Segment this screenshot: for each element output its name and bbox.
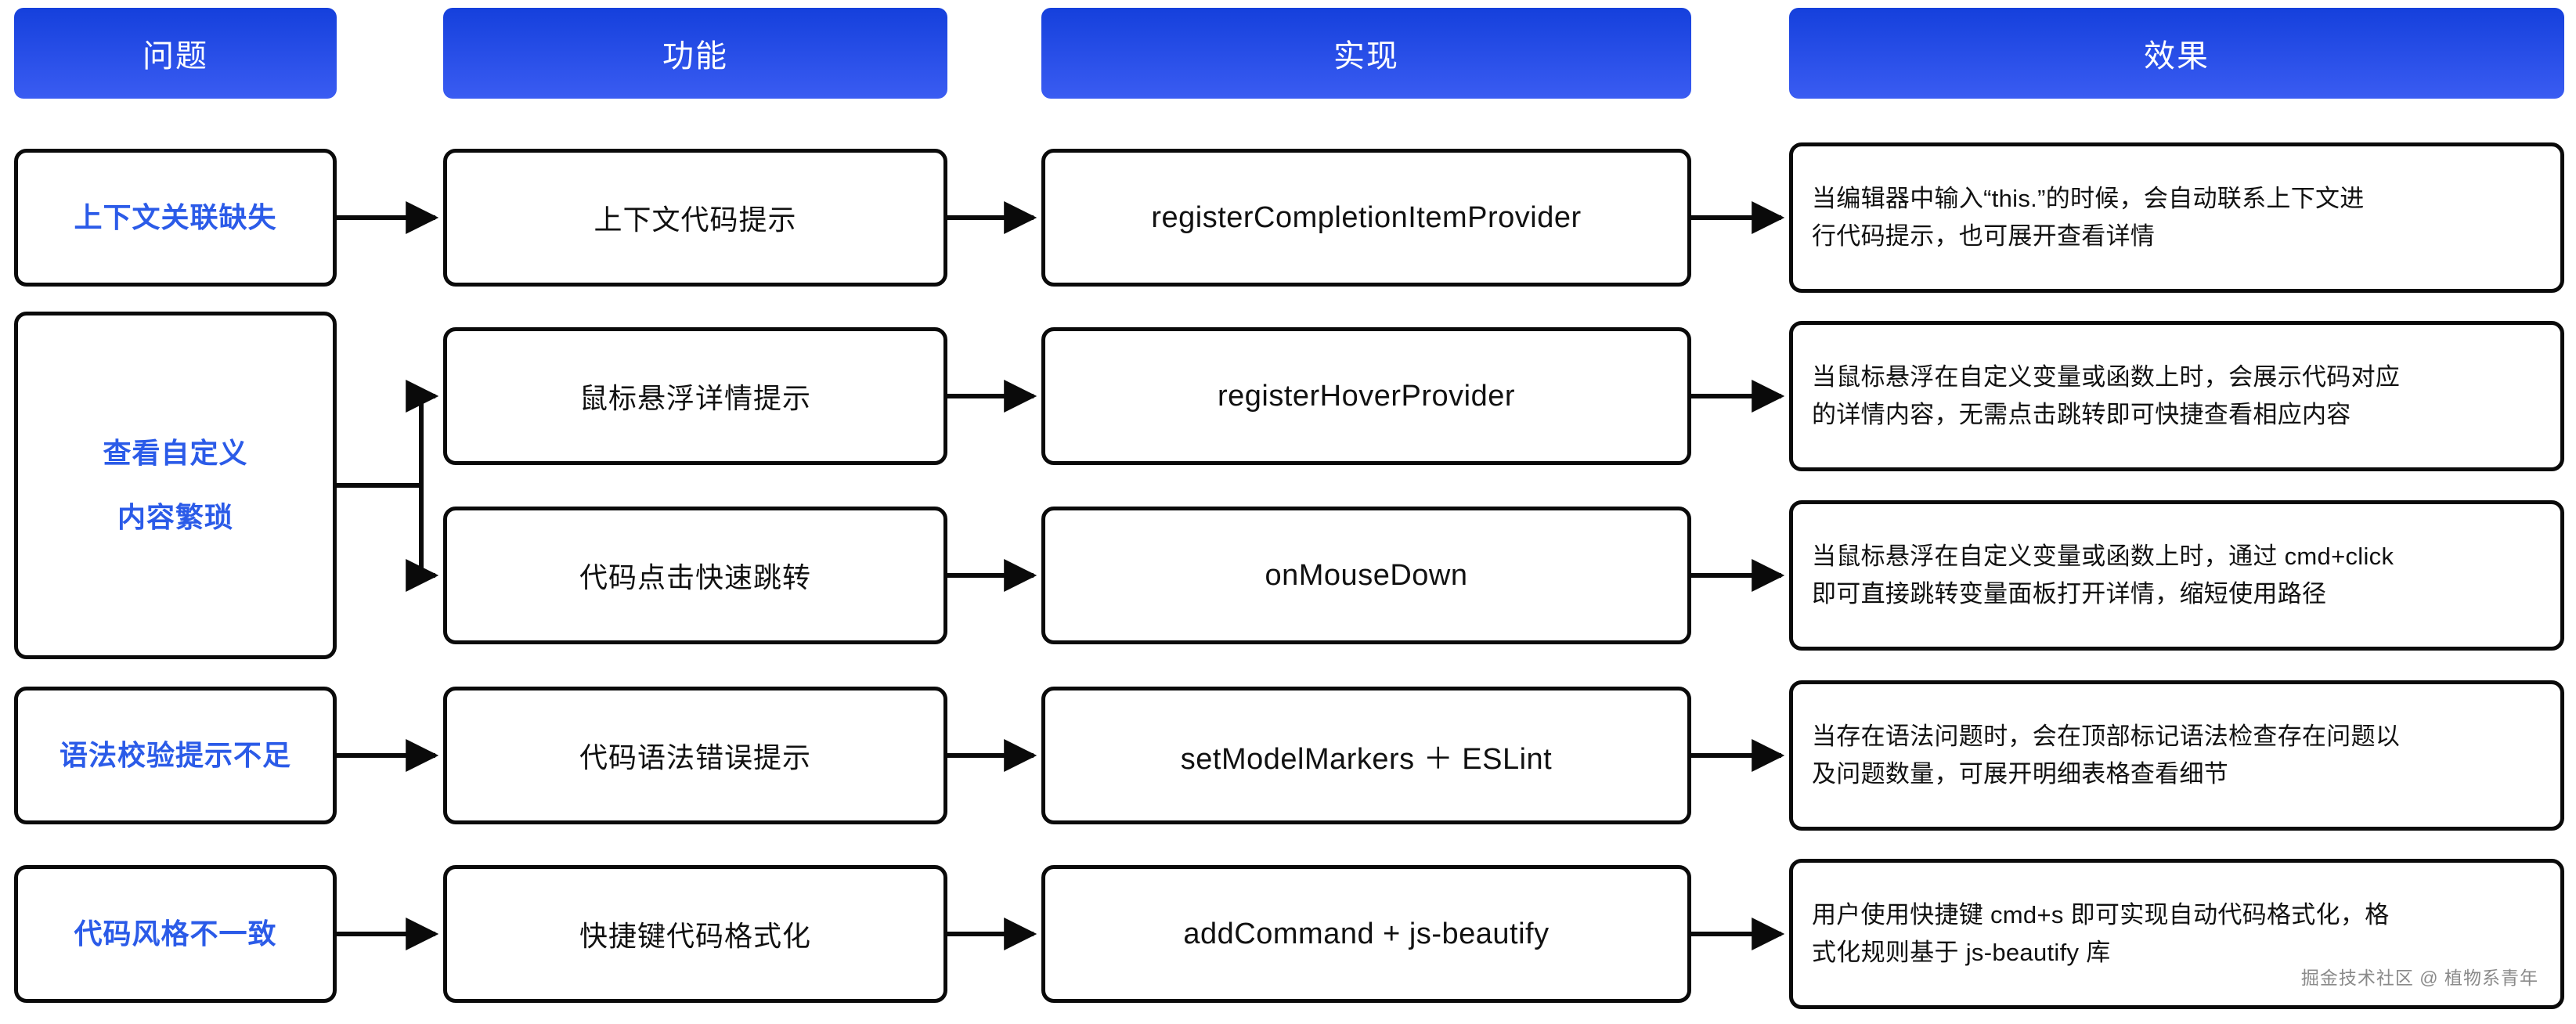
effect-box-5-line1: 用户使用快捷键 cmd+s 即可实现自动代码格式化，格	[1812, 900, 2390, 928]
implementation-box-5[interactable]: addCommand + js-beautify	[1041, 865, 1691, 1003]
implementation-box-1-label: registerCompletionItemProvider	[1151, 200, 1582, 234]
column-header-function: 功能	[443, 8, 947, 99]
column-header-effect: 效果	[1789, 8, 2564, 99]
column-header-problem-label: 问题	[143, 39, 208, 74]
effect-box-3-line2: 即可直接跳转变量面板打开详情，缩短使用路径	[1812, 580, 2327, 608]
column-header-implementation: 实现	[1041, 8, 1691, 99]
problem-box-1-label: 上下文关联缺失	[74, 201, 277, 234]
effect-box-5[interactable]: 用户使用快捷键 cmd+s 即可实现自动代码格式化，格 式化规则基于 js-be…	[1789, 859, 2564, 1009]
problem-box-2-label-line2: 内容繁琐	[117, 501, 233, 533]
function-box-3[interactable]: 代码点击快速跳转	[443, 507, 947, 644]
function-box-4-label: 代码语法错误提示	[579, 741, 811, 773]
effect-box-1-line2: 行代码提示，也可展开查看详情	[1812, 222, 2156, 250]
column-header-problem: 问题	[14, 8, 337, 99]
problem-box-1[interactable]: 上下文关联缺失	[14, 149, 337, 287]
problem-box-4[interactable]: 代码风格不一致	[14, 865, 337, 1003]
problem-box-4-label: 代码风格不一致	[74, 918, 277, 950]
function-box-1[interactable]: 上下文代码提示	[443, 149, 947, 287]
effect-box-5-line2: 式化规则基于 js-beautify 库	[1812, 939, 2111, 966]
function-box-3-label: 代码点击快速跳转	[579, 561, 811, 593]
effect-box-4[interactable]: 当存在语法问题时，会在顶部标记语法检查存在问题以 及问题数量，可展开明细表格查看…	[1789, 680, 2564, 831]
function-box-5[interactable]: 快捷键代码格式化	[443, 865, 947, 1003]
effect-box-2-line1: 当鼠标悬浮在自定义变量或函数上时，会展示代码对应	[1812, 362, 2401, 391]
effect-box-2-line2: 的详情内容，无需点击跳转即可快捷查看相应内容	[1812, 401, 2351, 428]
effect-box-1[interactable]: 当编辑器中输入“this.”的时候，会自动联系上下文进 行代码提示，也可展开查看…	[1789, 142, 2564, 293]
column-header-implementation-label: 实现	[1333, 39, 1399, 74]
function-box-2[interactable]: 鼠标悬浮详情提示	[443, 327, 947, 465]
watermark-label: 掘金技术社区 @ 植物系青年	[2300, 968, 2538, 988]
column-header-effect-label: 效果	[2144, 39, 2210, 74]
effect-box-4-line1: 当存在语法问题时，会在顶部标记语法检查存在问题以	[1812, 722, 2401, 750]
implementation-box-5-label: addCommand + js-beautify	[1183, 917, 1550, 950]
function-box-5-label: 快捷键代码格式化	[579, 920, 811, 952]
problem-box-2-label-line1: 查看自定义	[103, 437, 248, 470]
implementation-box-4-label: setModelMarkers ＋ ESLint	[1180, 742, 1553, 776]
problem-box-3-label: 语法校验提示不足	[59, 739, 291, 772]
implementation-box-4[interactable]: setModelMarkers ＋ ESLint	[1041, 687, 1691, 824]
implementation-box-3[interactable]: onMouseDown	[1041, 507, 1691, 644]
effect-box-2[interactable]: 当鼠标悬浮在自定义变量或函数上时，会展示代码对应 的详情内容，无需点击跳转即可快…	[1789, 321, 2564, 471]
effect-box-3-line1: 当鼠标悬浮在自定义变量或函数上时，通过 cmd+click	[1812, 542, 2394, 570]
effect-box-1-line1: 当编辑器中输入“this.”的时候，会自动联系上下文进	[1812, 184, 2365, 212]
function-box-2-label: 鼠标悬浮详情提示	[579, 382, 811, 414]
function-box-1-label: 上下文代码提示	[593, 204, 797, 236]
implementation-box-1[interactable]: registerCompletionItemProvider	[1041, 149, 1691, 287]
column-header-function-label: 功能	[662, 39, 728, 74]
connector-problem2-branch-trunk	[337, 396, 424, 575]
implementation-box-2-label: registerHoverProvider	[1217, 379, 1516, 413]
effect-box-3[interactable]: 当鼠标悬浮在自定义变量或函数上时，通过 cmd+click 即可直接跳转变量面板…	[1789, 500, 2564, 651]
implementation-box-3-label: onMouseDown	[1265, 558, 1468, 592]
effect-box-4-line2: 及问题数量，可展开明细表格查看细节	[1812, 760, 2229, 788]
problem-box-2[interactable]: 查看自定义 内容繁琐	[14, 312, 337, 659]
implementation-box-2[interactable]: registerHoverProvider	[1041, 327, 1691, 465]
function-box-4[interactable]: 代码语法错误提示	[443, 687, 947, 824]
problem-box-3[interactable]: 语法校验提示不足	[14, 687, 337, 824]
